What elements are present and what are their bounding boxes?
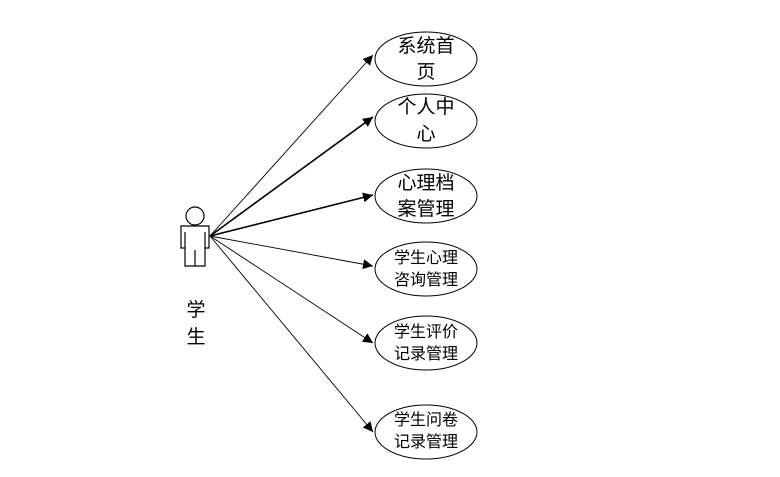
use-case-6: 学生问卷 记录管理 [374,404,478,460]
use-case-3-line-2: 案管理 [397,198,454,220]
use-case-2-line-2: 心 [416,123,435,145]
use-case-2-line-1: 个人中 [397,96,454,118]
association-arrow-6 [209,235,374,433]
use-case-5-line-2: 记录管理 [394,344,458,363]
association-arrow-3 [209,192,374,237]
use-case-5-line-1: 学生评价 [394,322,458,341]
associations [209,54,374,433]
use-case-1-line-2: 页 [416,61,435,83]
use-case-3: 心理档 案管理 [374,168,478,224]
actor-name-line-1: 学 [186,299,205,321]
use-case-ellipse [374,404,478,460]
use-case-1-line-1: 系统首 [397,35,454,57]
actor-name-line-2: 生 [186,326,205,348]
use-case-4-line-1: 学生心理 [394,248,458,267]
use-case-2: 个人中 心 [374,93,478,149]
association-arrow-2 [209,116,374,237]
use-case-1: 系统首 页 [374,31,478,87]
use-case-5: 学生评价 记录管理 [374,315,478,371]
use-case-ellipse [374,93,478,149]
association-arrow-4 [209,235,374,270]
actor-head [185,206,205,226]
use-case-3-line-1: 心理档 [397,172,454,194]
use-case-ellipse [374,315,478,371]
association-arrow-1 [209,54,374,237]
use-case-4-line-2: 咨询管理 [394,270,458,289]
use-case-6-line-2: 记录管理 [394,432,458,451]
actor-body [180,225,210,267]
use-case-ellipse [374,168,478,224]
association-arrow-5 [209,235,374,344]
use-case-6-line-1: 学生问卷 [394,410,458,429]
use-case-ellipse [374,31,478,87]
use-case-ellipse [374,241,478,297]
actor: 学 生 [180,206,210,348]
use-case-4: 学生心理 咨询管理 [374,241,478,297]
